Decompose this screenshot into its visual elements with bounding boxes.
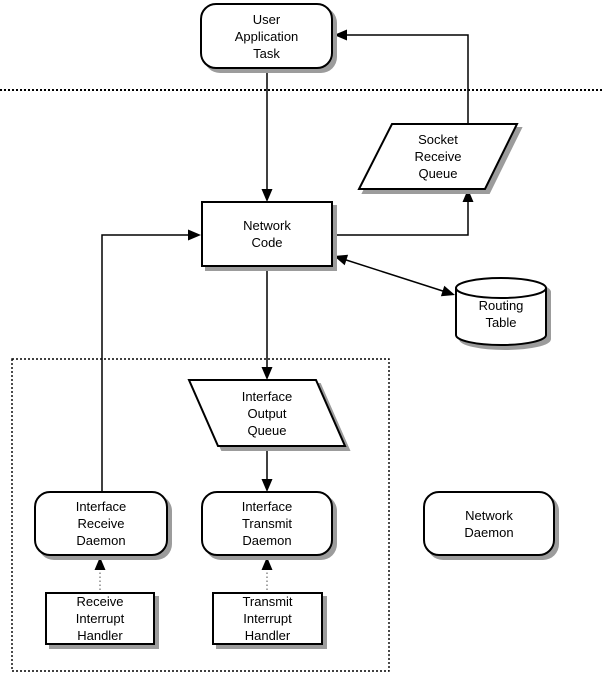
edge-receive-interrupt-to-receive-daemon [94,557,106,590]
routing-table-shape [455,276,551,351]
edge-user-app-to-network-code [261,69,273,202]
node-label: Transmit Interrupt Handler [242,594,293,643]
edge-socket-queue-to-user-app [334,29,469,124]
edge-network-code-to-socket-queue [333,189,474,236]
edge-network-code-routing-table [334,254,455,297]
socket-receive-queue-shape [357,123,523,194]
edge-network-code-to-output-queue [261,267,273,380]
interface-output-queue-shape [187,379,351,451]
node-network-code: Network Code [201,201,333,267]
edge-output-queue-to-transmit-daemon [261,446,273,492]
node-label: Interface Receive Daemon [75,499,127,548]
node-network-daemon: Network Daemon [423,491,555,556]
node-label: Network Daemon [464,507,514,540]
node-interface-receive-daemon: Interface Receive Daemon [34,491,168,556]
edge-receive-daemon-to-network-code [101,229,201,491]
node-receive-interrupt-handler: Receive Interrupt Handler [45,592,155,645]
node-interface-transmit-daemon: Interface Transmit Daemon [201,491,333,556]
node-user-application-task: User Application Task [200,3,333,69]
node-label: Interface Transmit Daemon [241,499,293,548]
node-label: Receive Interrupt Handler [75,594,125,643]
node-transmit-interrupt-handler: Transmit Interrupt Handler [212,592,323,645]
interface-layer-boundary-box [11,358,390,672]
node-label: Network Code [243,218,291,250]
edge-transmit-interrupt-to-transmit-daemon [261,557,273,590]
node-label: User Application Task [234,11,299,61]
